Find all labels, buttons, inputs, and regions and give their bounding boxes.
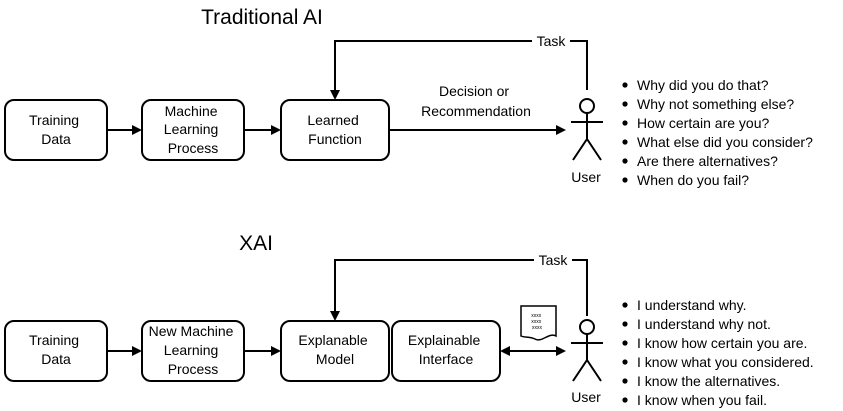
learned-function-label: Learned Function <box>307 112 362 147</box>
user-icon-bottom <box>571 319 603 382</box>
explanable-model-label: Explanable Model <box>298 332 371 367</box>
new-machine-learning-process-label: New Machine Learning Process <box>149 323 238 377</box>
arrow-data-to-process-top <box>107 125 142 135</box>
svg-text:xxxx xxxx xxxx: xxxx xxxx xxxx <box>531 313 542 331</box>
list-item: I understand why not. <box>637 316 771 332</box>
task-loop-bottom <box>330 259 588 321</box>
training-data-box-top <box>4 99 108 161</box>
user-icon-top <box>571 98 603 161</box>
decision-label: Decision or Recommendation <box>421 83 531 119</box>
list-item: I know the alternatives. <box>637 373 780 389</box>
list-item: I know how certain you are. <box>637 335 807 351</box>
task-label-top: Task <box>537 33 567 49</box>
arrow-process-to-function <box>244 125 281 135</box>
xai-title: XAI <box>239 232 273 255</box>
learned-function-box <box>280 99 390 161</box>
statements-list: I understand why. I understand why not. … <box>622 297 814 408</box>
list-item: Why not something else? <box>637 96 794 112</box>
list-item: Are there alternatives? <box>637 153 778 169</box>
explainable-interface-label: Explainable Interface <box>408 332 484 367</box>
task-label-bg-top <box>532 32 570 50</box>
arrow-data-to-process-bottom <box>107 346 142 356</box>
machine-learning-process-label: Machine Learning Process <box>164 103 222 156</box>
list-item: I know when you fail. <box>637 392 767 408</box>
list-item: I know what you considered. <box>637 354 814 370</box>
questions-list: Why did you do that? Why not something e… <box>622 77 813 188</box>
task-label-bottom: Task <box>539 252 569 268</box>
arrow-interface-user-bidirectional <box>500 346 566 356</box>
training-data-label-bottom: Training Data <box>29 332 83 367</box>
task-loop-top <box>330 40 588 100</box>
traditional-ai-title: Traditional AI <box>201 6 323 29</box>
list-item: What else did you consider? <box>637 134 813 150</box>
user-label-bottom: User <box>571 389 601 405</box>
list-item: How certain are you? <box>637 115 770 131</box>
arrow-process-to-model <box>244 346 281 356</box>
document-icon: xxxx xxxx xxxx <box>520 305 557 341</box>
list-item: When do you fail? <box>637 172 749 188</box>
arrow-decision-to-user <box>389 125 566 135</box>
list-item: Why did you do that? <box>637 77 769 93</box>
user-label-top: User <box>571 169 601 185</box>
list-item: I understand why. <box>637 297 746 313</box>
training-data-label-top: Training Data <box>29 112 83 147</box>
task-label-bg-bottom <box>534 251 572 269</box>
